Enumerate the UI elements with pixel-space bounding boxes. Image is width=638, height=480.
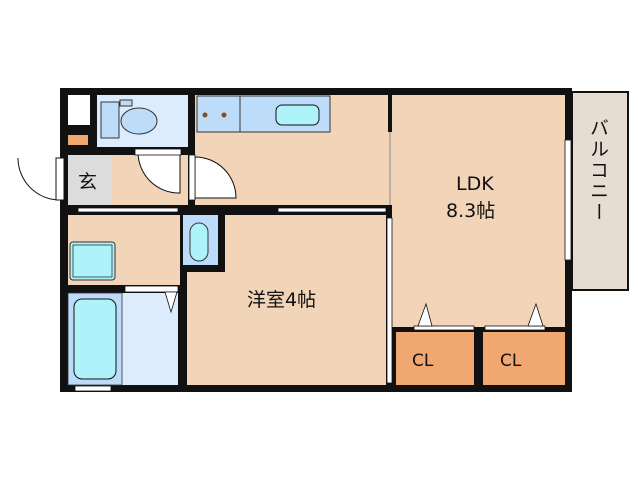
entrance-area [68, 155, 112, 205]
closet-1 [396, 332, 474, 385]
toilet-door-swing [137, 151, 181, 194]
balcony [571, 91, 629, 291]
basin-icon [189, 222, 209, 262]
balcony-label: バルコニー [587, 118, 609, 223]
closet-2 [483, 332, 565, 385]
ldk-room [392, 95, 565, 327]
toilet-icon [120, 107, 158, 135]
toilet-tank-icon [100, 101, 120, 139]
stove-burner-icon [221, 112, 227, 118]
ldk-label: LDK [456, 173, 494, 195]
ldk-size-label: 8.3帖 [446, 200, 495, 222]
entrance-label: 玄 [78, 171, 97, 193]
closet-1-label: CL [412, 351, 434, 371]
sink-icon [275, 104, 320, 126]
bathtub-icon [73, 298, 117, 380]
western-room [187, 215, 386, 385]
western-room-label: 洋室4帖 [247, 289, 316, 311]
washing-machine-icon [69, 241, 116, 281]
shoe-cabinet [68, 135, 88, 145]
kitchen-door-swing [194, 156, 237, 199]
stove-burner-icon [202, 112, 208, 118]
closet-2-label: CL [500, 351, 522, 371]
entrance-door-swing [17, 157, 61, 201]
storage-box [68, 95, 90, 125]
